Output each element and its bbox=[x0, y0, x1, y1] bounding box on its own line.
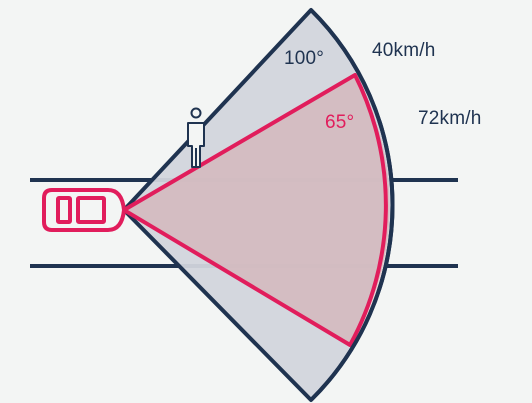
wide-angle-label: 100° bbox=[284, 48, 325, 69]
car-icon bbox=[42, 188, 126, 232]
narrow-angle-label: 65° bbox=[325, 112, 355, 133]
wide-speed-label: 40km/h bbox=[372, 40, 436, 61]
narrow-speed-label: 72km/h bbox=[418, 108, 482, 129]
wide-field-arc bbox=[309, 8, 395, 402]
narrow-field-outline bbox=[122, 73, 388, 347]
pedestrian-icon bbox=[187, 107, 205, 168]
narrow-field-of-view bbox=[124, 75, 390, 345]
